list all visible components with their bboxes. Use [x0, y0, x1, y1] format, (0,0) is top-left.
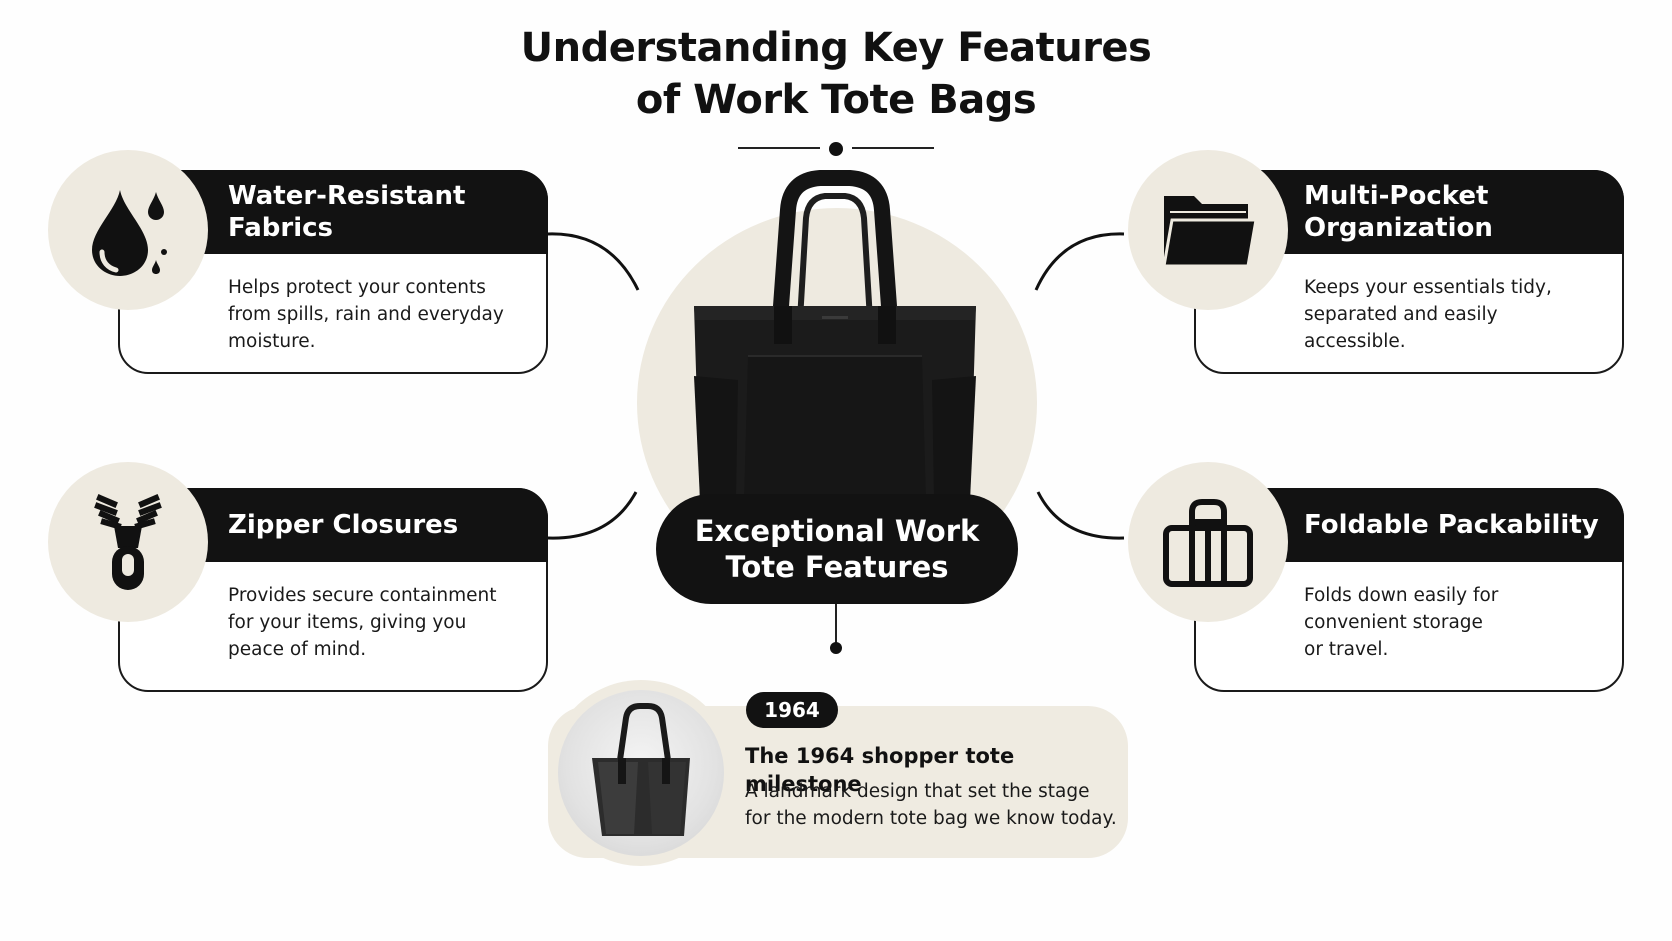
feature-title: Multi-Pocket	[1304, 181, 1489, 211]
feature-description: Folds down easily for convenient storage…	[1304, 582, 1604, 663]
milestone-stem-dot	[830, 642, 842, 654]
feature-desc-line: from spills, rain and everyday	[228, 304, 504, 325]
feature-description: Provides secure containment for your ite…	[228, 582, 528, 663]
title-line-2: of Work Tote Bags	[635, 77, 1037, 123]
milestone-description: A landmark design that set the stage for…	[745, 778, 1125, 832]
center-label: Exceptional Work Tote Features	[656, 494, 1018, 604]
milestone-stem-line	[835, 604, 837, 646]
feature-desc-line: peace of mind.	[228, 639, 367, 660]
milestone-title: The 1964 shopper tote milestone	[745, 744, 1015, 796]
feature-title: Zipper Closures	[228, 510, 459, 540]
vintage-tote-photo	[558, 690, 724, 856]
feature-desc-line: moisture.	[228, 331, 316, 352]
feature-desc-line: convenient storage	[1304, 612, 1483, 633]
folder-icon-circle	[1128, 150, 1288, 310]
feature-description: Helps protect your contents from spills,…	[228, 274, 528, 355]
connector-bottom-left	[547, 491, 638, 540]
feature-title: Fabrics	[228, 213, 334, 243]
zipper-icon-circle	[48, 462, 208, 622]
folder-icon	[1162, 196, 1258, 268]
connector-top-left	[547, 232, 640, 291]
divider-dot	[829, 142, 843, 156]
feature-title: Organization	[1304, 213, 1493, 243]
feature-desc-line: for your items, giving you	[228, 612, 467, 633]
title-divider	[738, 142, 934, 156]
feature-title: Foldable Packability	[1304, 510, 1599, 540]
vintage-tote-icon	[592, 703, 690, 836]
feature-desc-line: separated and easily	[1304, 304, 1498, 325]
water-drop-icon-circle	[48, 150, 208, 310]
feature-desc-line: Provides secure containment	[228, 585, 497, 606]
folded-bag-icon-circle	[1128, 462, 1288, 622]
page-title: Understanding Key Features of Work Tote …	[0, 22, 1672, 126]
center-label-line-2: Tote Features	[725, 550, 949, 584]
title-line-1: Understanding Key Features	[520, 25, 1152, 71]
center-label-line-1: Exceptional Work	[694, 514, 980, 548]
milestone-desc-line: A landmark design that set the stage	[745, 781, 1090, 802]
feature-title: Water-Resistant	[228, 181, 466, 211]
divider-line-left	[738, 147, 820, 149]
divider-line-right	[852, 147, 934, 149]
zipper-icon	[94, 494, 162, 590]
feature-description: Keeps your essentials tidy, separated an…	[1304, 274, 1604, 355]
connector-bottom-right	[1036, 491, 1125, 540]
feature-desc-line: accessible.	[1304, 331, 1406, 352]
milestone-year-badge: 1964	[746, 692, 838, 728]
water-drop-icon	[92, 190, 167, 276]
folded-bag-icon	[1163, 499, 1253, 587]
connector-top-right	[1034, 232, 1125, 291]
feature-desc-line: Keeps your essentials tidy,	[1304, 277, 1552, 298]
milestone-desc-line: for the modern tote bag we know today.	[745, 808, 1117, 829]
black-tote-bag-icon	[694, 170, 976, 500]
feature-desc-line: Folds down easily for	[1304, 585, 1499, 606]
feature-desc-line: or travel.	[1304, 639, 1389, 660]
feature-desc-line: Helps protect your contents	[228, 277, 486, 298]
